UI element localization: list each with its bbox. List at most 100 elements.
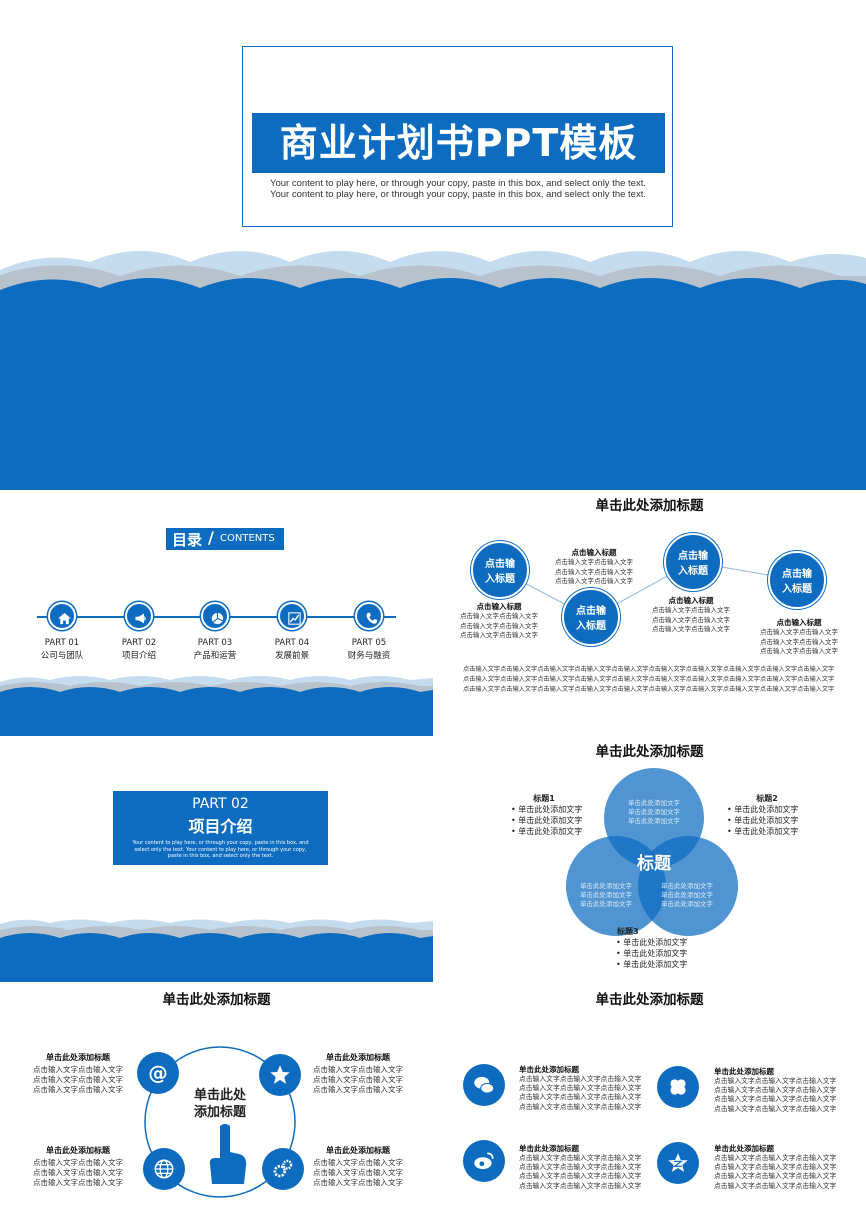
hub-text-block: 单击此处添加标题点击输入文字点击输入文字点击输入文字点击输入文字点击输入文字点击… [306, 1145, 410, 1188]
section-part: PART 02 [192, 796, 249, 812]
social-block-title: 单击此处添加标题 [714, 1067, 774, 1076]
venn-text-line: 单击此处添加文字 [661, 882, 713, 890]
hub-ring [144, 1046, 296, 1198]
social-block-line: 点击输入文字点击输入文字点击输入文字 [714, 1077, 837, 1085]
hub-center-line: 添加标题 [193, 1105, 246, 1120]
venn-slide: 单击此处添加标题 标题 单击此处添加文字 单击此处添加文字 单击此处添加文字 单… [433, 736, 866, 982]
social-block-line: 点击输入文字点击输入文字点击输入文字 [519, 1154, 642, 1162]
process-note-title: 点击输入标题 [776, 618, 822, 627]
process-note-line: 点击输入文字点击输入文字 [760, 647, 838, 655]
cover-slide: 商业计划书PPT模板 Your content to play here, or… [0, 0, 866, 490]
social-title: 单击此处添加标题 [595, 992, 704, 1008]
growth-chart-icon [278, 602, 306, 630]
hub-block-title: 单击此处添加标题 [326, 1146, 390, 1155]
hub-slide: 单击此处添加标题 单击此处 添加标题 @单击此处添加标题点击输入文字点击输入文字… [0, 982, 433, 1230]
hub-title: 单击此处添加标题 [162, 992, 271, 1008]
process-note-title: 点击输入标题 [571, 548, 617, 557]
hub-text-block: 单击此处添加标题点击输入文字点击输入文字点击输入文字点击输入文字点击输入文字点击… [26, 1145, 130, 1188]
process-node-line: 入标题 [576, 621, 606, 632]
process-note: 点击输入标题点击输入文字点击输入文字点击输入文字点击输入文字点击输入文字点击输入… [554, 548, 634, 587]
toc-item-part: PART 04 [274, 638, 310, 648]
pointing-hand-icon [209, 1124, 247, 1184]
venn-group-item: • 单击此处添加文字 [511, 816, 583, 825]
process-note-line: 点击输入文字点击输入文字 [460, 621, 538, 630]
hub-block-line: 点击输入文字点击输入文字 [313, 1065, 403, 1074]
hub-block-title: 单击此处添加标题 [46, 1053, 110, 1062]
hub-block-line: 点击输入文字点击输入文字 [313, 1178, 403, 1187]
toc-slash: / [208, 528, 214, 547]
toc-item-part: PART 01 [44, 638, 80, 648]
process-note-line: 点击输入文字点击输入文字 [652, 625, 730, 633]
hub-block-line: 点击输入文字点击输入文字 [313, 1168, 403, 1177]
section-card: PART 02 项目介绍 Your content to play here, … [113, 791, 328, 865]
process-note-line: 点击输入文字点击输入文字 [760, 637, 838, 646]
process-note: 点击输入标题点击输入文字点击输入文字点击输入文字点击输入文字点击输入文字点击输入… [459, 602, 539, 641]
venn-circle-left-text: 单击此处添加文字 单击此处添加文字 单击此处添加文字 [566, 882, 646, 909]
section-slide: PART 02 项目介绍 Your content to play here, … [0, 736, 433, 982]
venn-group-item: • 单击此处添加文字 [616, 938, 688, 947]
toc-item-label: 发展前景 [274, 651, 309, 661]
venn-text-line: 单击此处添加文字 [628, 799, 680, 807]
process-note-line: 点击输入文字点击输入文字 [460, 612, 538, 620]
social-block-line: 点击输入文字点击输入文字点击输入文字 [519, 1084, 642, 1093]
process-title: 单击此处添加标题 [595, 498, 704, 514]
social-block-title: 单击此处添加标题 [519, 1065, 579, 1074]
venn-group-item: • 单击此处添加文字 [511, 827, 583, 836]
venn-text-line: 单击此处添加文字 [628, 808, 680, 816]
social-block-line: 点击输入文字点击输入文字点击输入文字 [714, 1086, 837, 1095]
hub-block-line: 点击输入文字点击输入文字 [33, 1158, 123, 1167]
process-node-line: 点击输 [678, 551, 708, 562]
venn-group-1: 标题1 • 单击此处添加文字 • 单击此处添加文字 • 单击此处添加文字 [511, 793, 591, 837]
venn-group-item: • 单击此处添加文字 [727, 816, 799, 825]
process-node-line: 点击输 [485, 559, 515, 570]
home-icon [48, 602, 76, 630]
social-text-block: 单击此处添加标题点击输入文字点击输入文字点击输入文字点击输入文字点击输入文字点击… [519, 1143, 659, 1191]
venn-circle-top-text: 单击此处添加文字 单击此处添加文字 单击此处添加文字 [613, 799, 695, 826]
hub-block-line: 点击输入文字点击输入文字 [313, 1075, 403, 1084]
venn-diagram [566, 768, 738, 936]
toc-title-en: CONTENTS [220, 533, 275, 544]
hub-block-line: 点击输入文字点击输入文字 [33, 1178, 123, 1187]
hub-block-line: 点击输入文字点击输入文字 [313, 1085, 403, 1094]
venn-group-item: • 单击此处添加文字 [727, 827, 799, 836]
wave-background [0, 251, 866, 490]
process-note-title: 点击输入标题 [476, 602, 522, 611]
social-block-title: 单击此处添加标题 [714, 1144, 774, 1153]
social-block-line: 点击输入文字点击输入文字点击输入文字 [714, 1095, 837, 1104]
section-name: 项目介绍 [188, 817, 253, 836]
hub-block-line: 点击输入文字点击输入文字 [33, 1065, 123, 1074]
toc-item-label: 产品和运营 [193, 651, 237, 661]
process-note-title: 点击输入标题 [668, 596, 714, 605]
venn-title: 单击此处添加标题 [595, 744, 704, 760]
hub-block-line: 点击输入文字点击输入文字 [33, 1075, 123, 1084]
process-node: 点击输入标题 [562, 588, 620, 646]
process-note: 点击输入标题点击输入文字点击输入文字点击输入文字点击输入文字点击输入文字点击输入… [759, 618, 839, 657]
toc-item-label: 财务与融资 [347, 651, 391, 661]
hub-block-line: 点击输入文字点击输入文字 [33, 1085, 123, 1094]
toc-wave [0, 676, 433, 736]
venn-group-2: 标题2 • 单击此处添加文字 • 单击此处添加文字 • 单击此处添加文字 [727, 793, 807, 837]
process-slide: 单击此处添加标题 点击输入标题点击输入标题点击输入标题点击输入标题 点击输入标题… [433, 490, 866, 736]
hub-block-title: 单击此处添加标题 [326, 1053, 390, 1062]
process-node-line: 入标题 [485, 574, 515, 585]
process-connectors [499, 561, 798, 619]
paragraph-line: 点击输入文字点击输入文字点击输入文字点击输入文字点击输入文字点击输入文字点击输入… [463, 666, 835, 673]
venn-text-line: 单击此处添加文字 [628, 817, 680, 825]
toc-heading: 目录 / CONTENTS [166, 528, 284, 550]
process-node-line: 点击输 [782, 569, 812, 580]
venn-center-label: 标题 [637, 854, 671, 874]
social-text-block: 单击此处添加标题点击输入文字点击输入文字点击输入文字点击输入文字点击输入文字点击… [714, 1066, 854, 1114]
toc-item-part: PART 03 [197, 638, 233, 648]
social-block-line: 点击输入文字点击输入文字点击输入文字 [519, 1075, 642, 1083]
toc-item-part: PART 02 [121, 638, 157, 648]
process-node: 点击输入标题 [664, 533, 722, 591]
paragraph-line: 点击输入文字点击输入文字点击输入文字点击输入文字点击输入文字点击输入文字点击输入… [463, 676, 835, 683]
hub-block-line: 点击输入文字点击输入文字 [313, 1158, 403, 1167]
venn-group-3: 标题3 • 单击此处添加文字 • 单击此处添加文字 • 单击此处添加文字 [616, 926, 696, 970]
venn-group-item: • 单击此处添加文字 [616, 960, 688, 969]
venn-group-item: • 单击此处添加文字 [511, 805, 583, 814]
process-node-line: 点击输 [576, 606, 606, 617]
hub-block-title: 单击此处添加标题 [46, 1146, 110, 1155]
social-block-line: 点击输入文字点击输入文字点击输入文字 [519, 1172, 642, 1181]
